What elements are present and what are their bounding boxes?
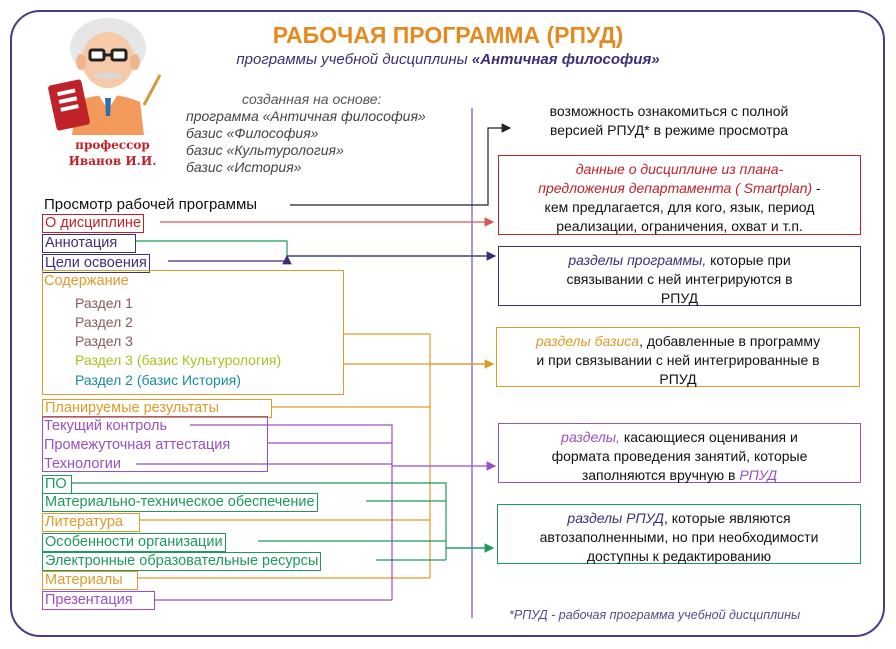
based-on-basis-history[interactable]: базис «История» [186,159,302,175]
menu-materials[interactable]: Материалы [42,571,138,590]
box1-rest2: кем предлагается, для кого, язык, период [544,199,815,215]
based-on-heading: созданная на основе: [242,91,382,107]
box5-rest3: доступны к редактированию [586,548,772,564]
menu-presentation[interactable]: Презентация [42,591,155,610]
menu-annotation[interactable]: Аннотация [42,234,136,253]
based-on-basis-philosophy[interactable]: базис «Философия» [186,125,319,141]
content-connector [138,333,493,579]
box1-rest3: реализации, ограничения, охват и т.п. [556,218,803,234]
goals-connector [168,254,292,265]
box4-rest3: заполняются вручную в [581,467,740,483]
full-view-line1: возможность ознакомиться с полной [549,103,789,119]
subtitle-prefix: программы учебной дисциплины [236,51,472,68]
view-connector [290,123,512,206]
professor-name: профессор Иванов И.И. [55,137,170,169]
menu-eresources[interactable]: Электронные образовательные ресурсы [42,552,322,571]
box4-em2: РПУД [739,467,778,483]
menu-current-control[interactable]: Текущий контроль [44,418,168,434]
manual-sections-box: разделы, касающиеся оценивания и формата… [498,423,861,483]
box1-rest1: - [812,180,821,196]
box2-rest1: которые при [706,252,791,268]
menu-content[interactable]: Содержание [44,273,129,289]
box5-em: разделы РПУД [567,510,664,526]
menu-mat-tech[interactable]: Материально-техническое обеспечение [42,493,318,512]
box3-rest2: и при связывании с ней интегрированные в [536,352,820,368]
program-sections-box: разделы программы, которые при связывани… [498,246,861,306]
box3-rest3: РПУД [659,371,697,387]
auto-sections-box: разделы РПУД, которые являются автозапол… [497,504,861,564]
based-on-program[interactable]: программа «Античная философия» [186,108,426,124]
box5-rest2: автозаполненными, но при необходимости [539,529,819,545]
discipline-data-box: данные о дисциплине из плана- предложени… [498,155,861,235]
box4-em: разделы, [561,429,620,445]
menu-goals[interactable]: Цели освоения [42,254,150,273]
box5-rest1: , которые являются [664,510,791,526]
box1-em2: предложения департамента ( Smartplan) [538,180,813,196]
content-section-3[interactable]: Раздел 3 [75,333,133,349]
discipline-name: «Античная философия» [471,51,660,68]
full-view-note: возможность ознакомиться с полной версие… [505,100,833,142]
menu-interim-attestation[interactable]: Промежуточная аттестация [44,437,231,453]
view-program-link[interactable]: Просмотр рабочей программы [44,196,258,213]
box1-em1: данные о дисциплине из плана- [575,161,784,177]
box2-rest2: связывании с ней интегрируются в [566,271,793,287]
page-frame [10,10,885,637]
page-subtitle: программы учебной дисциплины «Античная ф… [0,51,896,68]
auto-connector [72,482,493,561]
basis-sections-box: разделы базиса, добавленные в программу … [496,327,860,387]
evaluation-group [42,416,268,472]
professor-title: профессор [75,138,150,152]
content-section-1[interactable]: Раздел 1 [75,295,133,311]
professor-fullname: Иванов И.И. [68,154,157,168]
box2-em: разделы программы, [568,252,707,268]
full-view-line2: версией РПУД* в режиме просмотра [549,122,789,138]
box2-rest3: РПУД [660,290,699,306]
based-on-basis-culturology[interactable]: базис «Культурология» [186,142,344,158]
content-section-history[interactable]: Раздел 2 (базис История) [75,372,241,388]
footnote: *РПУД - рабочая программа учебной дисцип… [509,608,801,622]
box4-rest1: касающиеся оценивания и [619,429,798,445]
menu-planned-results[interactable]: Планируемые результаты [42,399,272,418]
menu-technologies[interactable]: Технологии [44,456,121,472]
menu-literature[interactable]: Литература [42,513,140,532]
evaluation-connector [136,424,393,601]
box4-rest2: формата проведения занятий, которые [551,448,808,464]
box3-rest1: , добавленные в программу [639,333,821,349]
menu-software[interactable]: ПО [42,475,72,494]
annotation-connector [136,240,495,257]
content-section [42,270,344,395]
professor-illustration [48,18,162,135]
menu-about[interactable]: О дисциплине [42,214,145,233]
content-section-culturology[interactable]: Раздел 3 (базис Культурология) [75,352,282,368]
menu-features[interactable]: Особенности организации [42,533,226,552]
box3-em: разделы базиса [535,333,640,349]
content-section-2[interactable]: Раздел 2 [75,314,133,330]
page-title: РАБОЧАЯ ПРОГРАММА (РПУД) [272,22,624,48]
